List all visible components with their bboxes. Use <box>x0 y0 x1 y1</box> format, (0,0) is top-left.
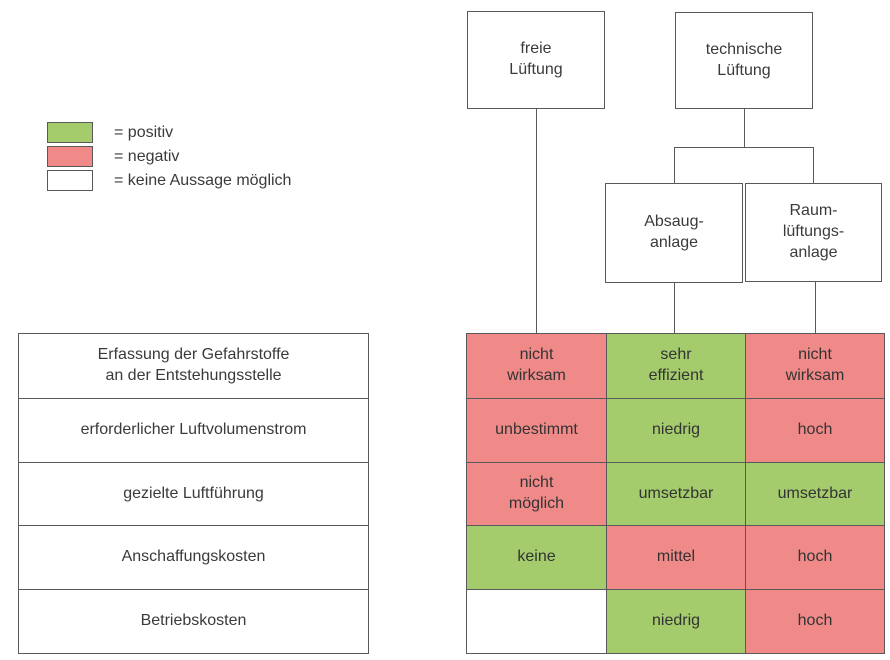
matrix-cell-r2c2: niedrig <box>606 397 745 462</box>
connector-branch-to-absaug <box>674 147 675 183</box>
matrix-cell-r1c3: nicht wirksam <box>745 334 884 398</box>
matrix-cell-r1c2: sehr effizient <box>606 334 745 398</box>
matrix-cell-r3c3: umsetzbar <box>745 461 884 526</box>
matrix-cell-r4c1: keine <box>467 525 606 590</box>
criteria-table: Erfassung der Gefahrstoffe an der Entste… <box>18 333 369 654</box>
legend-label-no-statement: = keine Aussage möglich <box>114 171 292 189</box>
legend-item-no-statement: = keine Aussage möglich <box>47 170 291 191</box>
connector-branch-horizontal <box>674 147 814 148</box>
legend-label-positive: = positiv <box>114 123 174 141</box>
matrix-cell-r5c2: niedrig <box>606 589 745 653</box>
criteria-row-anschaffungskosten: Anschaffungskosten <box>19 525 368 589</box>
legend-swatch-positive <box>47 122 93 143</box>
matrix-cell-r3c1: nicht möglich <box>467 461 606 526</box>
criteria-row-luftfuehrung: gezielte Luftführung <box>19 461 368 526</box>
criteria-row-betriebskosten: Betriebskosten <box>19 589 368 653</box>
legend-swatch-negative <box>47 146 93 167</box>
matrix-cell-r2c3: hoch <box>745 397 884 462</box>
criteria-row-luftvolumenstrom: erforderlicher Luftvolumenstrom <box>19 397 368 462</box>
rating-matrix: nicht wirksam sehr effizient nicht wirks… <box>466 333 885 654</box>
matrix-cell-r1c1: nicht wirksam <box>467 334 606 398</box>
node-raumlueftungsanlage: Raum- lüftungs- anlage <box>745 183 882 282</box>
matrix-cell-r5c1 <box>467 589 606 653</box>
node-freie-lueftung: freie Lüftung <box>467 11 605 109</box>
connector-technische-down <box>744 109 745 147</box>
node-absauganlage: Absaug- anlage <box>605 183 743 283</box>
matrix-cell-r4c3: hoch <box>745 525 884 590</box>
criteria-row-erfassung: Erfassung der Gefahrstoffe an der Entste… <box>97 346 290 384</box>
matrix-cell-r4c2: mittel <box>606 525 745 590</box>
matrix-cell-r2c1: unbestimmt <box>467 397 606 462</box>
legend-swatch-no-statement <box>47 170 93 191</box>
matrix-cell-r3c2: umsetzbar <box>606 461 745 526</box>
matrix-cell-r5c3: hoch <box>745 589 884 653</box>
connector-absaug-to-matrix <box>674 282 675 333</box>
connector-raum-to-matrix <box>815 281 816 333</box>
legend-item-negative: = negativ <box>47 146 179 167</box>
connector-freie-to-matrix <box>536 109 537 333</box>
legend-label-negative: = negativ <box>114 147 180 165</box>
legend-item-positive: = positiv <box>47 122 173 143</box>
connector-branch-to-raum <box>813 147 814 183</box>
node-technische-lueftung: technische Lüftung <box>675 12 813 109</box>
